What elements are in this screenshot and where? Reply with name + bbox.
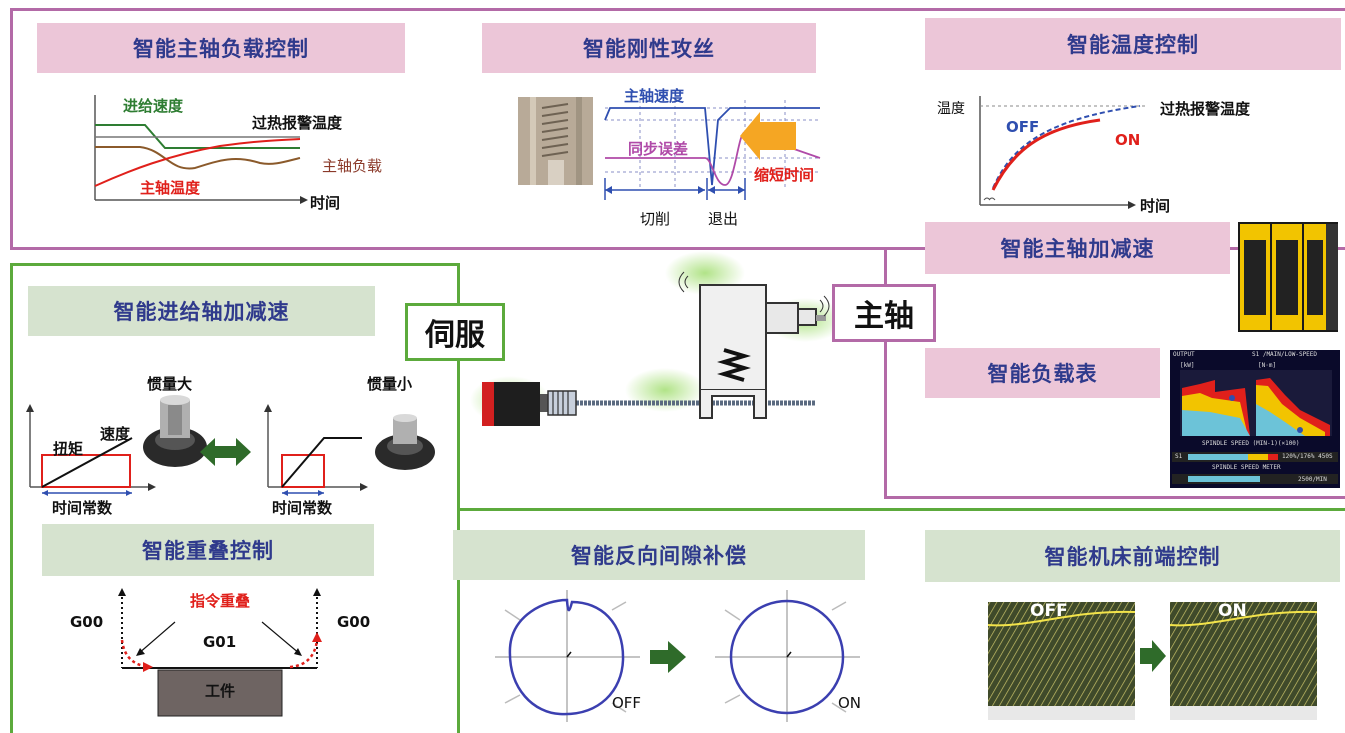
machine-front-title: 智能机床前端控制	[925, 530, 1340, 582]
time-const-right-label: 时间常数	[272, 499, 333, 517]
machine-front-arrow	[1140, 640, 1166, 672]
spindle-temp-label: 主轴温度	[140, 179, 201, 197]
load-meter-meter-value: 2500/MIN	[1298, 476, 1327, 483]
g00-right-label: G00	[337, 613, 371, 631]
pink-frame-right	[884, 247, 1345, 499]
speed-label: 速度	[100, 425, 131, 443]
pink-frame-top	[10, 8, 1345, 250]
rigid-tap-title: 智能刚性攻丝	[482, 23, 816, 73]
g00-left-label: G00	[70, 613, 104, 631]
load-meter-unit-nm: [N·m]	[1258, 362, 1277, 369]
backlash-title: 智能反向间隙补偿	[453, 530, 865, 580]
front-off-image	[988, 602, 1135, 720]
spindle-speed-trace	[604, 107, 820, 186]
load-meter-speed-axis: SPINDLE SPEED (MIN-1)(×100)	[1202, 440, 1300, 447]
feed-accel-title: 智能进给轴加减速	[28, 286, 375, 336]
load-meter-s1-label: S1	[1175, 453, 1183, 460]
backlash-off-label: OFF	[612, 694, 642, 712]
time-const-left-label: 时间常数	[52, 499, 113, 517]
feed-speed-label: 进给速度	[123, 97, 184, 115]
temp-off-curve	[992, 105, 1141, 189]
inertia-small-label: 惯量小	[367, 375, 413, 393]
front-on-image	[1170, 602, 1317, 720]
double-arrow	[200, 438, 251, 466]
shorten-time-arrow	[740, 112, 796, 160]
load-meter-meter-label: SPINDLE SPEED METER	[1212, 464, 1281, 471]
cutting-label: 切削	[640, 210, 671, 228]
temp-off-label: OFF	[1006, 118, 1040, 136]
backlash-off-circle	[508, 598, 625, 716]
load-meter-s1-value: 120%/176% 450S	[1282, 453, 1333, 460]
overheat-temp-label: 过热报警温度	[252, 114, 343, 132]
front-on-label: ON	[1218, 601, 1247, 621]
backlash-arrow	[650, 641, 686, 673]
speed-ramp-large	[41, 437, 133, 488]
spindle-speed-label: 主轴速度	[624, 87, 685, 105]
green-frame-servo	[10, 263, 460, 733]
spindle-accel-title: 智能主轴加减速	[925, 222, 1230, 274]
shorten-time-label: 缩短时间	[754, 166, 815, 184]
servo-tag: 伺服	[405, 303, 505, 361]
spindle-load-label: 主轴负载	[322, 157, 383, 175]
spindle-tag: 主轴	[832, 284, 936, 342]
workpiece-label: 工件	[205, 682, 236, 700]
temperature-title: 智能温度控制	[925, 18, 1341, 70]
sync-error-label: 同步误差	[628, 140, 689, 158]
overlap-title: 智能重叠控制	[42, 524, 374, 576]
load-meter-header-right: S1 /MAIN/LOW-SPEED	[1252, 351, 1318, 358]
backlash-on-label: ON	[838, 694, 862, 712]
spindle-load-title: 智能主轴负载控制	[37, 23, 405, 73]
time-label: 时间	[310, 194, 341, 212]
backlash-on-circle	[729, 599, 845, 715]
temp-on-curve	[991, 118, 1101, 191]
temp-on-label: ON	[1115, 131, 1141, 149]
command-overlap-label: 指令重叠	[190, 592, 251, 610]
front-off-label: OFF	[1030, 601, 1068, 621]
load-meter-header-left: OUTPUT	[1173, 351, 1195, 358]
inertia-large-image	[143, 395, 207, 467]
speed-ramp-small	[281, 437, 362, 488]
inertia-small-image	[375, 414, 435, 470]
green-frame-bottom	[457, 508, 1345, 511]
temp-time-label: 时间	[1140, 197, 1171, 215]
torque-box-large	[41, 454, 131, 488]
torque-label: 扭矩	[53, 440, 84, 458]
spring-icon	[717, 348, 751, 382]
temp-overheat-label: 过热报警温度	[1160, 100, 1251, 118]
workpiece-block	[157, 669, 283, 717]
inertia-large-label: 惯量大	[147, 375, 193, 393]
torque-box-small	[281, 454, 325, 488]
load-meter-unit-kw: [kW]	[1180, 362, 1195, 369]
spindle-temp-line	[94, 138, 301, 187]
retract-label: 退出	[708, 210, 739, 228]
load-meter-title: 智能负载表	[925, 348, 1160, 398]
sync-error-trace	[605, 131, 821, 186]
spindle-load-line	[95, 146, 301, 170]
g01-label: G01	[203, 633, 237, 651]
temp-axis-label: 温度	[937, 101, 965, 117]
